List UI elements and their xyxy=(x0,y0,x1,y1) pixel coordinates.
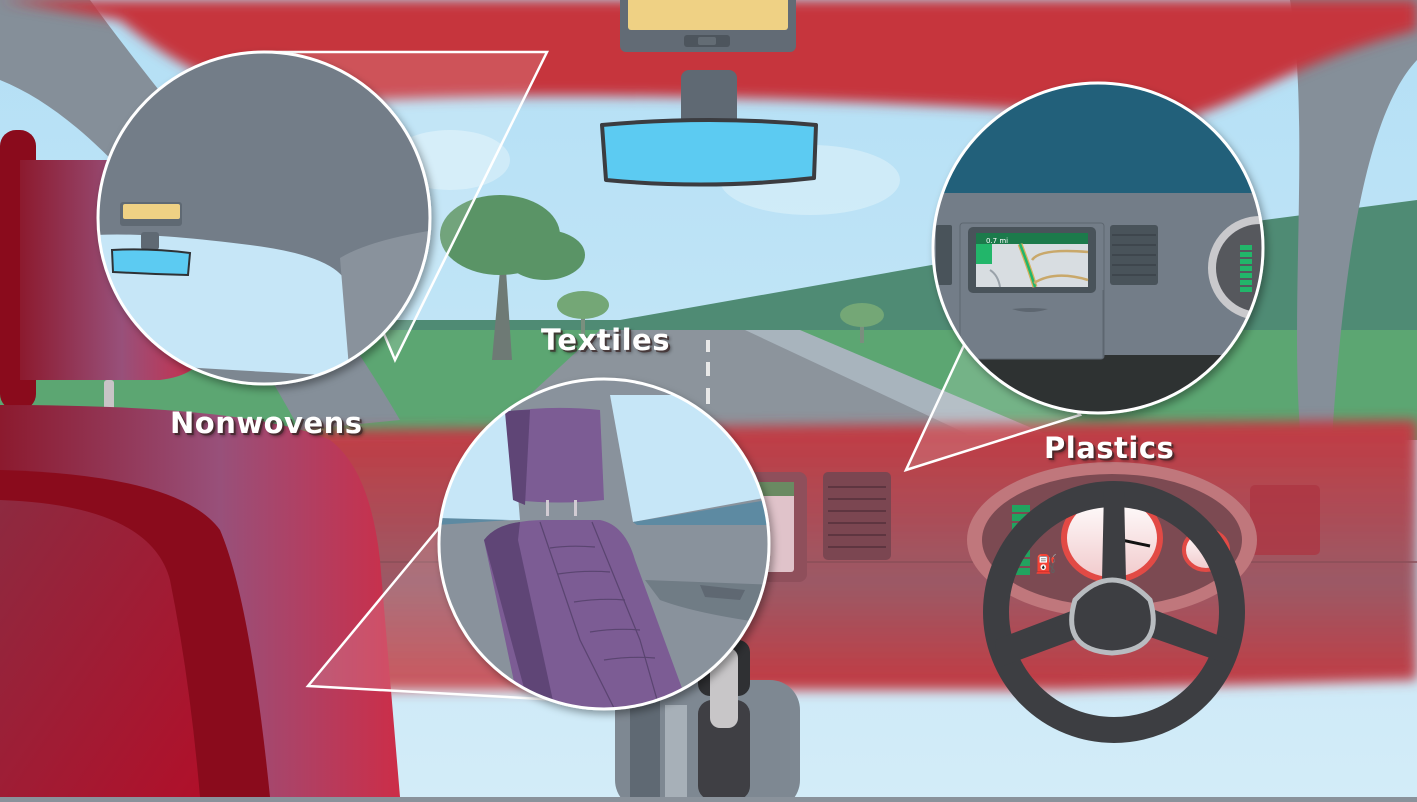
rear-view-mirror xyxy=(600,70,818,187)
label-plastics: Plastics xyxy=(1044,431,1175,465)
tree-icon xyxy=(840,303,884,343)
callout-circle-textiles xyxy=(437,377,771,711)
label-textiles: Textiles xyxy=(541,323,670,357)
center-console xyxy=(615,640,800,802)
fuel-pump-icon: ⛽ xyxy=(1035,553,1057,574)
air-vent xyxy=(1110,225,1158,285)
callout-circle-plastics: 0.7 mi xyxy=(931,81,1265,415)
dome-light xyxy=(620,0,796,52)
air-vent xyxy=(823,472,891,560)
callout-circle-nonwovens xyxy=(96,50,432,386)
label-nonwovens: Nonwovens xyxy=(170,406,363,440)
tree-icon xyxy=(440,195,585,360)
nav-distance: 0.7 mi xyxy=(986,237,1008,245)
tree-icon xyxy=(557,291,609,335)
right-a-pillar xyxy=(1290,0,1417,470)
steering-wheel xyxy=(983,481,1245,743)
